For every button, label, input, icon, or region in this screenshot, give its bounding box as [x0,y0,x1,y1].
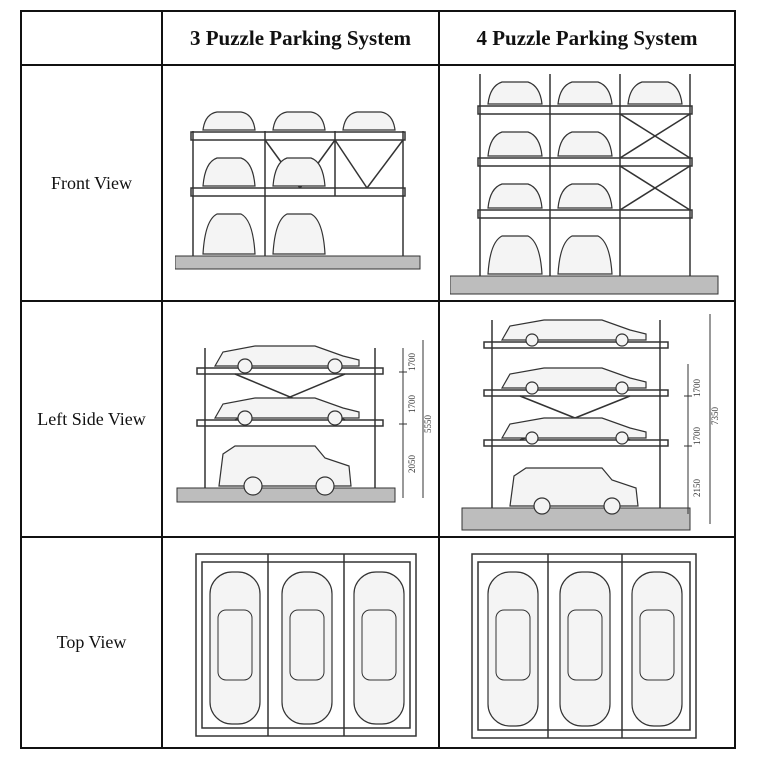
dim-4-side-1: 1700 [692,379,702,398]
drawing-4-puzzle-top-view [468,550,700,742]
table-rule-vertical [438,10,440,749]
drawing-3-puzzle-front-view [175,96,425,272]
table-border-bottom [20,747,736,749]
dim-3-side-3: 2050 [407,455,417,474]
table-border-left [20,10,22,749]
drawing-4-puzzle-side-view: 1700 1700 2150 7350 [460,304,720,534]
drawing-4-puzzle-front-view [450,70,720,296]
table-border-right [734,10,736,749]
comparison-table: 3 Puzzle Parking System 4 Puzzle Parking… [20,10,736,749]
dim-4-side-2: 1700 [692,427,702,446]
dim-3-side-1: 1700 [407,353,417,372]
drawing-3-puzzle-top-view [192,550,420,740]
table-rule-vertical [161,10,163,749]
table-rule [20,300,736,302]
dim-4-side-3: 2150 [692,479,702,498]
table-rule [20,536,736,538]
row-label-left-side-view: Left Side View [37,408,146,429]
dim-3-side-2: 1700 [407,395,417,414]
row-label-top-view: Top View [56,632,127,652]
drawing-3-puzzle-side-view: 1700 1700 2050 5550 [175,328,435,508]
dim-3-side-total: 5550 [423,415,433,434]
header-4-puzzle: 4 Puzzle Parking System [476,25,698,50]
dim-4-side-total: 7350 [710,407,720,426]
table-border-top [20,10,736,12]
table-rule [20,64,736,66]
header-3-puzzle: 3 Puzzle Parking System [189,25,412,50]
row-label-front-view: Front View [50,172,133,193]
